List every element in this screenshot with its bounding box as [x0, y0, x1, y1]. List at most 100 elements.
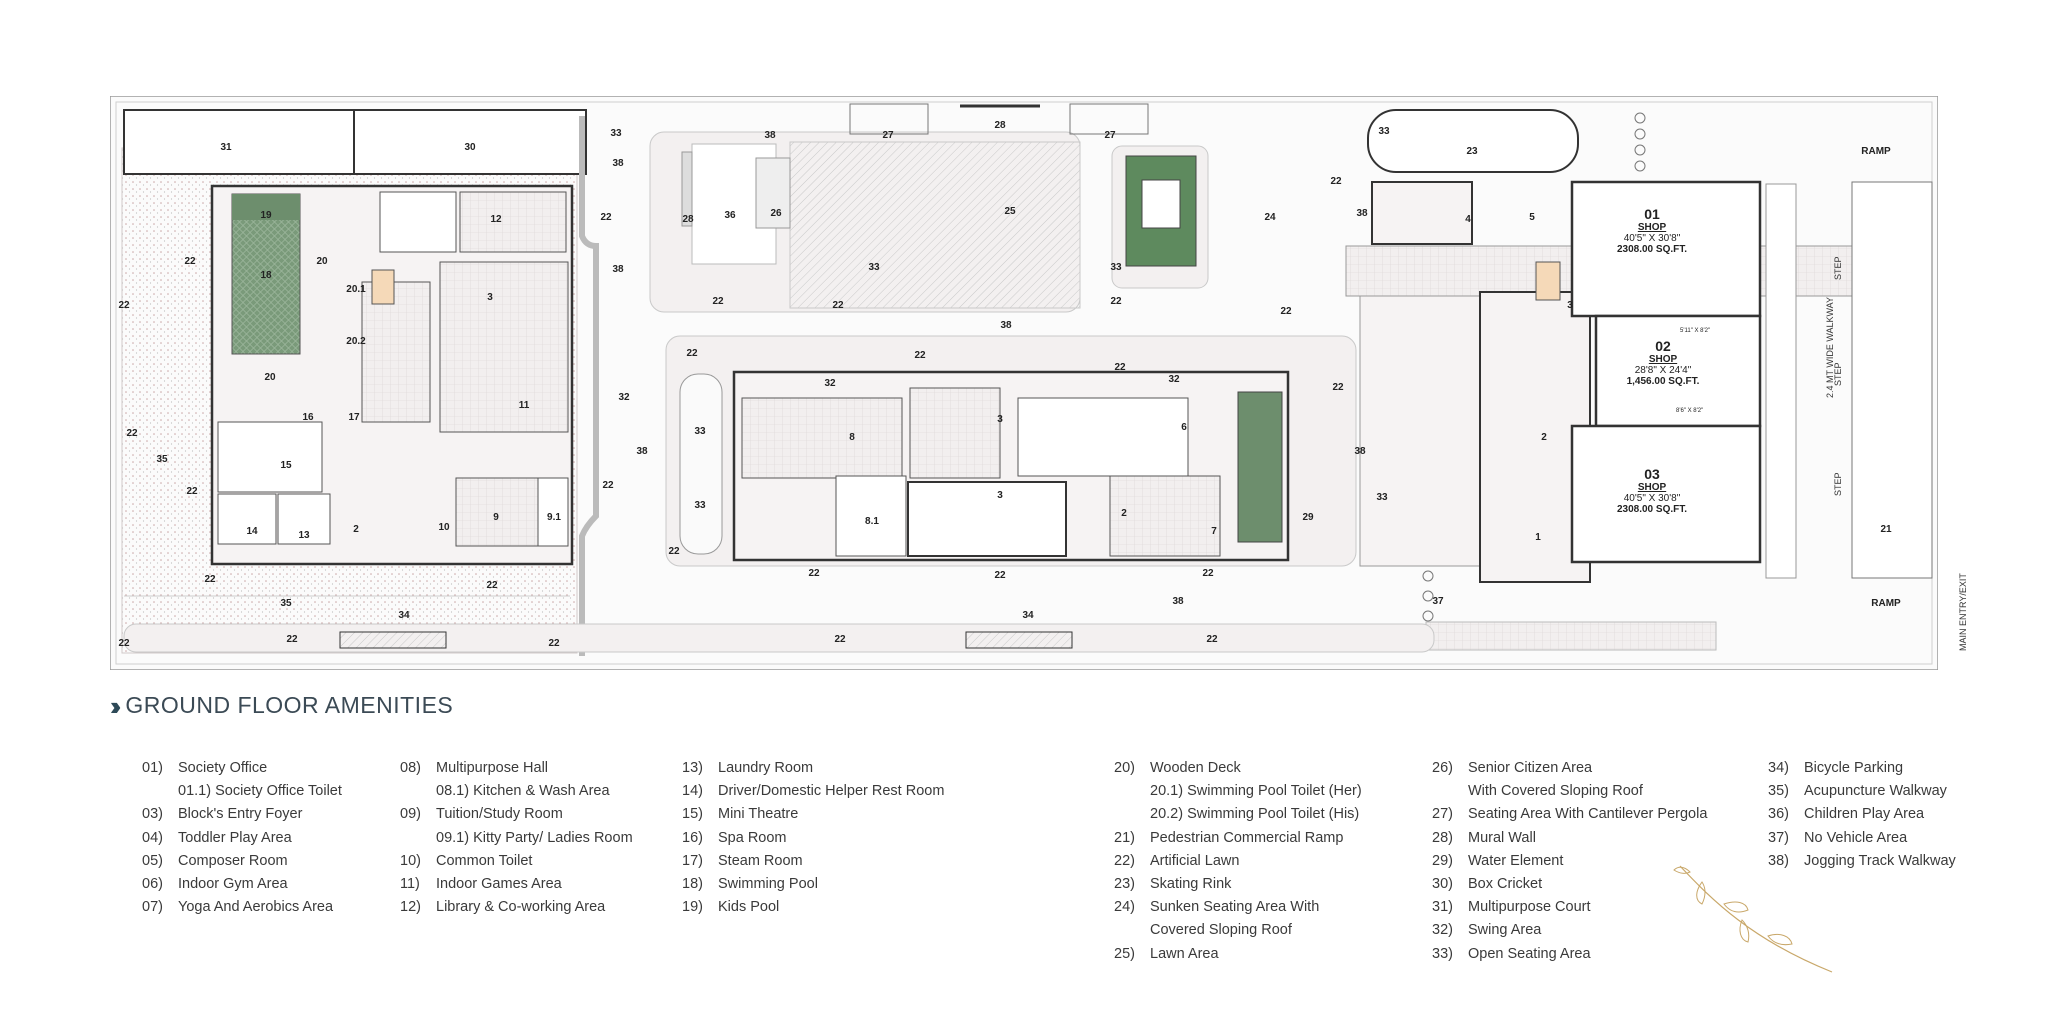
label-38c: 38: [612, 264, 624, 275]
legend-item: 08.1) Kitchen & Wash Area: [400, 780, 633, 803]
multipurpose-court: [123, 109, 355, 175]
legend-item-number: 13): [682, 760, 703, 776]
legend-item: 10)Common Toilet: [400, 850, 633, 873]
label-22a: 22: [184, 256, 196, 267]
label-32c: 32: [1168, 374, 1180, 385]
legend-item: 32) Swing Area: [1432, 919, 1707, 942]
legend-item: 30)Box Cricket: [1432, 873, 1707, 896]
legend-item-text: Multipurpose Court: [1468, 899, 1591, 916]
legend-item: 04)Toddler Play Area: [142, 827, 342, 850]
legend-item: 01.1) Society Office Toilet: [142, 780, 342, 803]
legend-item-number: 38): [1768, 852, 1789, 869]
label-22f: 22: [832, 300, 844, 311]
legend-item-text: Skating Rink: [1150, 875, 1232, 892]
label-ramp-bottom: RAMP: [1871, 598, 1901, 609]
legend-item-text: Library & Co-working Area: [436, 899, 606, 916]
label-20-1: 20.1: [346, 284, 366, 295]
label-2b: 2: [1121, 508, 1127, 519]
legend-item-number: 28): [1432, 829, 1453, 846]
water-element: [1237, 391, 1283, 543]
legend-item-text: Swing Area: [1468, 922, 1542, 939]
legend-item-number: 34): [1768, 760, 1789, 776]
bicycle-parking-left: [339, 631, 447, 649]
label-25: 25: [1004, 206, 1016, 217]
legend-item: 01)Society Office: [142, 757, 342, 780]
legend-item-text: Jogging Track Walkway: [1804, 852, 1956, 869]
label-22i: 22: [1330, 176, 1342, 187]
label-22y: 22: [834, 634, 846, 645]
label-2c: 2: [1541, 432, 1547, 443]
legend-item-text: Yoga And Aerobics Area: [178, 899, 334, 916]
label-22r: 22: [668, 546, 680, 557]
legend-item-number: 32): [1432, 922, 1453, 939]
label-33g: 33: [1376, 492, 1388, 503]
right-driveway: [1359, 295, 1481, 567]
legend-item: 33) Open Seating Area: [1432, 943, 1707, 966]
legend-item: 12) Library & Co-working Area: [400, 896, 633, 919]
legend-item-text: Indoor Gym Area: [178, 875, 288, 892]
legend-item: 16)Spa Room: [682, 827, 944, 850]
shop-01: [1570, 180, 1762, 318]
label-35b: 35: [280, 598, 292, 609]
legend-item-text: Driver/Domestic Helper Rest Room: [718, 783, 945, 800]
legend-item: 19)Kids Pool: [682, 896, 944, 919]
label-33c: 33: [868, 262, 880, 273]
label-37: 37: [1432, 596, 1444, 607]
legend-item-text: Block's Entry Foyer: [178, 806, 303, 823]
label-14: 14: [246, 526, 258, 537]
label-3a: 3: [487, 292, 493, 303]
legend-item-text: Open Seating Area: [1468, 945, 1591, 962]
label-38h: 38: [1172, 596, 1184, 607]
step-label-mid: STEP: [1833, 362, 1843, 386]
label-33d: 33: [1110, 262, 1122, 273]
skating-rink: [1367, 109, 1579, 173]
legend-item-text: Laundry Room: [718, 760, 814, 776]
legend-item-text: 20.1) Swimming Pool Toilet (Her): [1150, 783, 1362, 800]
legend-item: 36)Children Play Area: [1768, 803, 1956, 826]
label-22j: 22: [602, 480, 614, 491]
left-stair-core: [361, 281, 431, 423]
legend-item-number: 25): [1114, 945, 1135, 962]
legend-item-number: 26): [1432, 760, 1453, 776]
indoor-gym-area: [1017, 397, 1189, 477]
label-33b: 33: [1378, 126, 1390, 137]
legend-item-text: Box Cricket: [1468, 875, 1543, 892]
label-7: 7: [1211, 526, 1217, 537]
bicycle-parking-center: [965, 631, 1073, 649]
legend-item-number: 17): [682, 852, 703, 869]
legend-item-text: Acupuncture Walkway: [1804, 783, 1947, 800]
label-33a: 33: [610, 128, 622, 139]
legend-item-text: Society Office: [178, 760, 268, 776]
label-33f: 33: [694, 500, 706, 511]
leaf-sprig-icon: [1673, 865, 1833, 973]
legend-item-text: Indoor Games Area: [436, 875, 562, 892]
legend-item: 34)Bicycle Parking: [1768, 757, 1956, 780]
legend-item: 24)Sunken Seating Area With: [1114, 896, 1362, 919]
legend-item: 18)Swimming Pool: [682, 873, 944, 896]
legend-item-number: 33): [1432, 945, 1453, 962]
label-11: 11: [519, 400, 530, 411]
label-3d: 3: [997, 490, 1003, 501]
label-20-2: 20.2: [346, 336, 366, 347]
legend-item-number: 07): [142, 899, 163, 916]
label-30: 30: [464, 142, 476, 153]
label-5: 5: [1529, 212, 1535, 223]
label-10: 10: [438, 522, 450, 533]
legend-item: With Covered Sloping Roof: [1432, 780, 1707, 803]
legend-item: 03)Block's Entry Foyer: [142, 803, 342, 826]
shop-03: [1570, 424, 1762, 564]
label-38a: 38: [764, 130, 776, 141]
legend-item-number: 11): [400, 875, 420, 892]
label-38e: 38: [1356, 208, 1368, 219]
legend-item: 14)Driver/Domestic Helper Rest Room: [682, 780, 944, 803]
legend-item-number: 12): [400, 899, 421, 916]
dim-label-a: 5'11" X 8'2": [1680, 328, 1710, 334]
label-ramp-top: RAMP: [1861, 146, 1891, 157]
label-3b: 3: [1567, 300, 1573, 311]
library-area: [459, 191, 567, 253]
legend-item: 13) Laundry Room: [682, 757, 944, 780]
